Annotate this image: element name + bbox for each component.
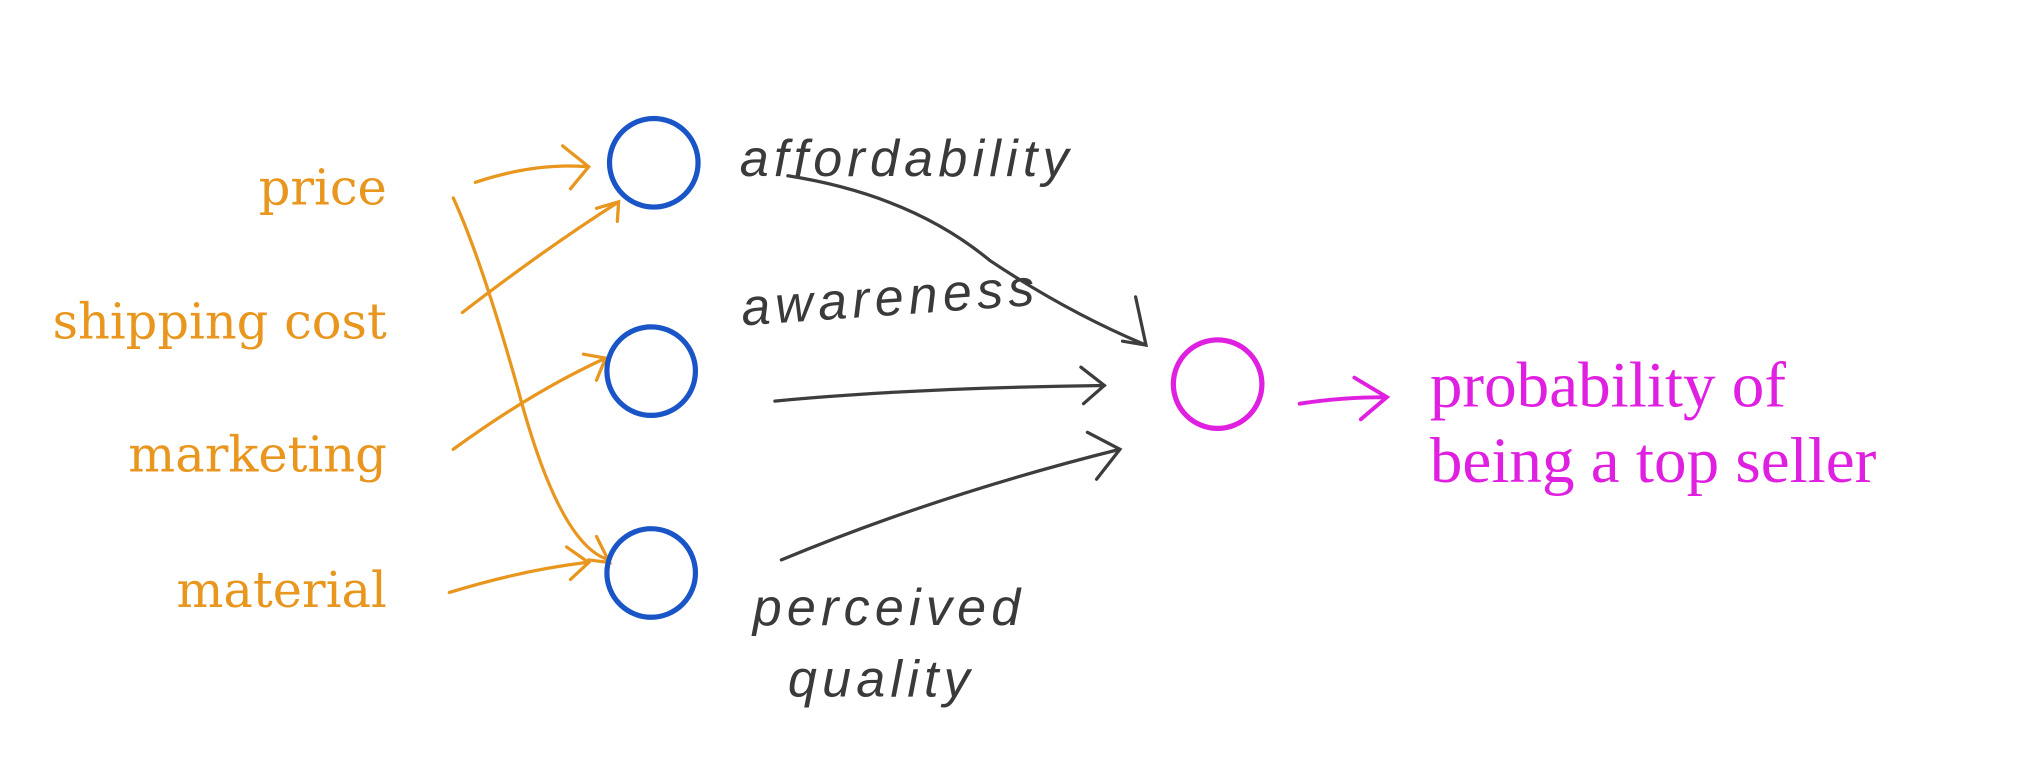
hidden-label-awareness: awareness: [739, 259, 1041, 338]
input-label-price: price: [259, 158, 387, 216]
hidden-label-affordability: affordability: [740, 130, 1074, 188]
hidden-node-affordability: [606, 115, 701, 210]
hidden-node-perceived-quality: [604, 526, 699, 620]
input-label-material: material: [176, 561, 386, 619]
input-label-marketing: marketing: [128, 425, 387, 483]
hidden-label-perceived: perceived: [751, 579, 1026, 637]
input-arrows: [447, 144, 621, 595]
input-label-shipping-cost: shipping cost: [53, 293, 387, 351]
hidden-label-quality: quality: [788, 651, 975, 709]
output-label-line2: being a top seller: [1430, 425, 1877, 497]
output-label-line1: probability of: [1430, 349, 1786, 421]
hidden-arrows: [773, 174, 1149, 562]
output-node: [1170, 337, 1265, 432]
output-arrow: [1297, 375, 1391, 422]
hidden-node-awareness: [604, 324, 699, 418]
